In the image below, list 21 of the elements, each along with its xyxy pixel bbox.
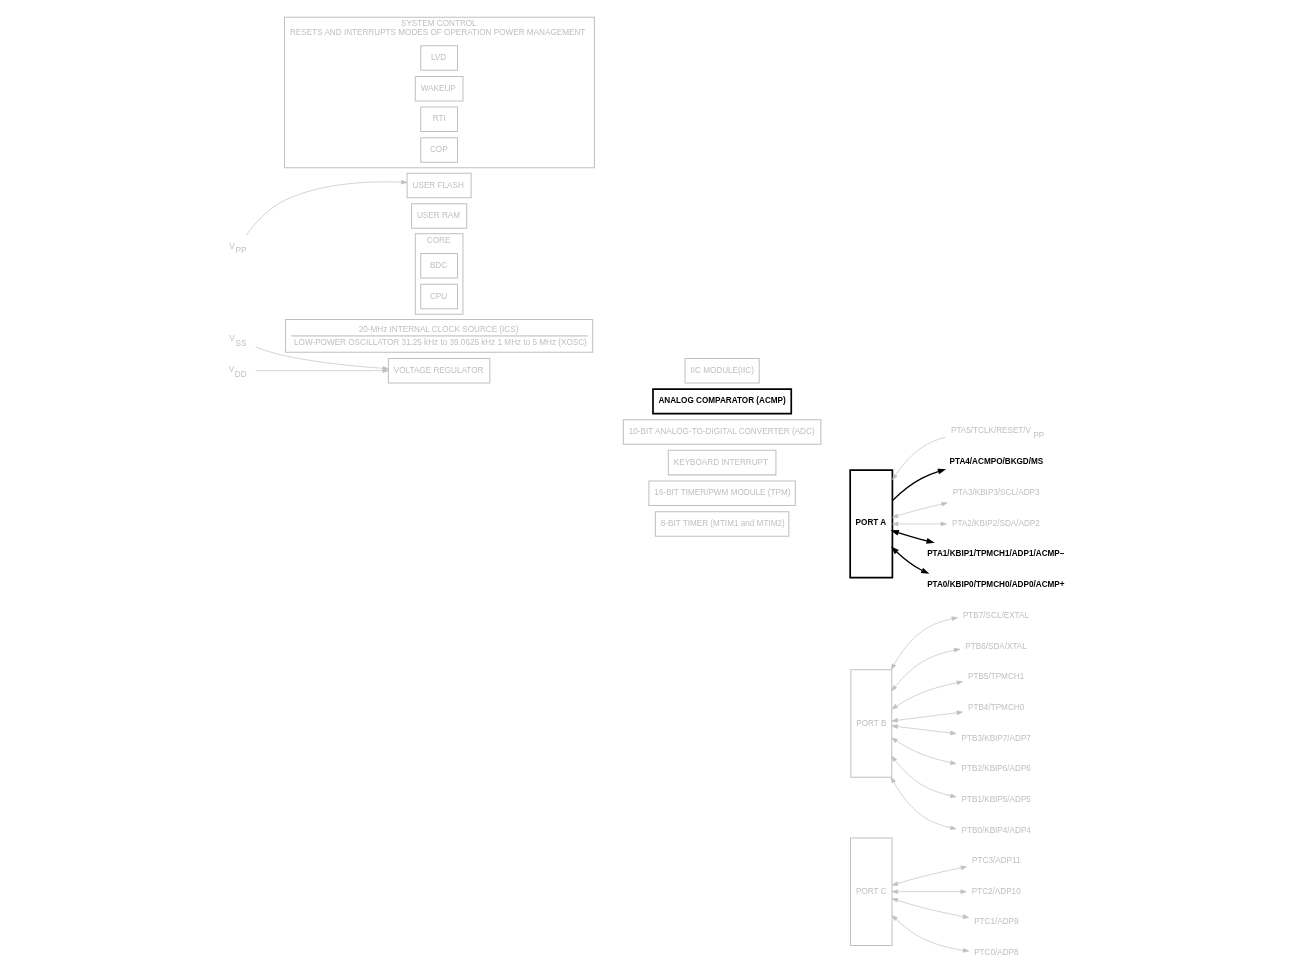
arrow [891,468,946,501]
arrow [890,545,929,574]
arrow [891,436,946,480]
arrow [245,179,407,235]
arrow [891,521,947,526]
arrow [891,897,969,919]
arrow [891,647,960,691]
arrow [891,723,956,735]
arrow [891,680,963,709]
arrow [254,367,389,373]
arrow [891,501,948,518]
arrow [890,755,956,798]
arrow [891,737,956,765]
arrow [891,865,967,886]
arrow [890,616,958,670]
arrow [891,710,963,722]
arrow [890,776,956,830]
arrow [891,914,969,953]
arrow [254,346,389,371]
arrow [891,888,967,894]
arrow [890,529,935,544]
